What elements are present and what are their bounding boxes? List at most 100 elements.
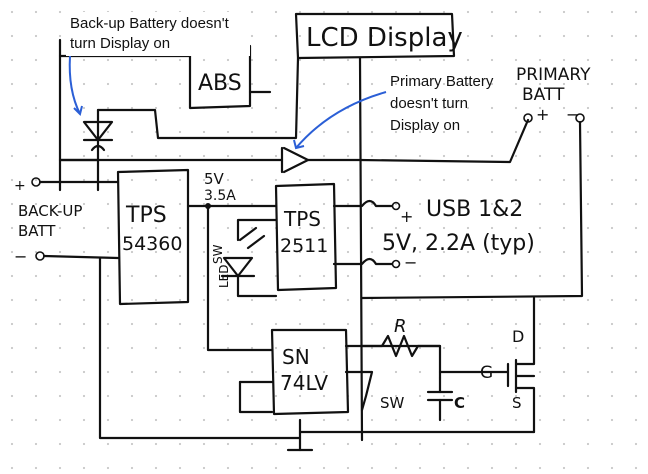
grid-dot <box>394 442 398 446</box>
grid-dot <box>154 178 158 182</box>
grid-dot <box>202 82 206 86</box>
grid-dot <box>442 298 446 302</box>
fet-drain-label: D <box>512 327 524 346</box>
grid-dot <box>538 442 542 446</box>
grid-dot <box>250 154 254 158</box>
grid-dot <box>154 226 158 230</box>
usb-label-1: USB 1&2 <box>426 197 523 222</box>
grid-dot <box>610 202 614 206</box>
grid-dot <box>250 10 254 14</box>
usb-outputs: + − USB 1&2 5V, 2.2A (typ) <box>360 197 535 272</box>
grid-dot <box>394 322 398 326</box>
grid-dot <box>322 82 326 86</box>
grid-dot <box>10 250 14 254</box>
grid-dot <box>202 250 206 254</box>
grid-dot <box>274 298 278 302</box>
grid-dot <box>226 418 230 422</box>
grid-dot <box>250 370 254 374</box>
grid-dot <box>394 370 398 374</box>
grid-dot <box>106 466 110 470</box>
fet-source-label: S <box>512 394 522 412</box>
grid-dot <box>490 178 494 182</box>
grid-dot <box>514 10 518 14</box>
grid-dot <box>106 274 110 278</box>
grid-dot <box>370 154 374 158</box>
grid-dot <box>130 466 134 470</box>
grid-dot <box>274 394 278 398</box>
grid-dot <box>466 154 470 158</box>
grid-dot <box>490 298 494 302</box>
grid-dot <box>154 466 158 470</box>
grid-dot <box>322 130 326 134</box>
grid-dot <box>202 394 206 398</box>
grid-dot <box>538 370 542 374</box>
backup-batt-label-2: BATT <box>18 222 56 240</box>
grid-dot <box>394 82 398 86</box>
backup-batt-terminals: + − BACK-UP BATT <box>14 177 120 266</box>
grid-dot <box>250 298 254 302</box>
grid-dot <box>442 346 446 350</box>
backup-to-display-wiring <box>58 38 300 192</box>
grid-dot <box>298 34 302 38</box>
grid-dot <box>322 370 326 374</box>
grid-dot <box>154 298 158 302</box>
grid-dot <box>586 202 590 206</box>
grid-dot <box>394 10 398 14</box>
tps54360-label-2: 54360 <box>122 233 182 255</box>
grid-dot <box>274 130 278 134</box>
grid-dot <box>634 274 638 278</box>
grid-dot <box>202 274 206 278</box>
primary-diode-wiring <box>58 56 530 442</box>
grid-dot <box>346 130 350 134</box>
grid-dot <box>514 58 518 62</box>
grid-dot <box>562 346 566 350</box>
grid-dot <box>514 82 518 86</box>
grid-dot <box>586 130 590 134</box>
grid-dot <box>634 418 638 422</box>
grid-dot <box>586 394 590 398</box>
grid-dot <box>178 58 182 62</box>
grid-dot <box>610 466 614 470</box>
abs-label: ABS <box>198 71 242 96</box>
grid-dot <box>10 202 14 206</box>
grid-dot <box>418 82 422 86</box>
grid-dot <box>634 154 638 158</box>
grid-dot <box>10 442 14 446</box>
grid-dot <box>58 394 62 398</box>
grid-dot <box>274 58 278 62</box>
grid-dot <box>178 418 182 422</box>
grid-dot <box>322 34 326 38</box>
grid-dot <box>466 418 470 422</box>
grid-dot <box>538 418 542 422</box>
grid-dot <box>298 274 302 278</box>
grid-dot <box>34 226 38 230</box>
grid-dot <box>346 154 350 158</box>
rail-voltage: 5V <box>204 170 225 188</box>
grid-dot <box>466 58 470 62</box>
grid-dot <box>538 130 542 134</box>
grid-dot <box>442 130 446 134</box>
grid-dot <box>538 274 542 278</box>
grid-dot <box>514 298 518 302</box>
grid-dot <box>226 130 230 134</box>
primary-plus: + <box>536 105 549 124</box>
grid-dot <box>178 82 182 86</box>
grid-dot <box>586 154 590 158</box>
grid-dot <box>226 58 230 62</box>
grid-dot <box>58 418 62 422</box>
grid-dot <box>322 154 326 158</box>
grid-dot <box>370 178 374 182</box>
grid-dot <box>490 322 494 326</box>
grid-dot <box>250 82 254 86</box>
grid-dot <box>418 10 422 14</box>
grid-dot <box>514 250 518 254</box>
grid-dot <box>370 82 374 86</box>
grid-dot <box>130 130 134 134</box>
grid-dot <box>106 106 110 110</box>
grid-dot <box>202 130 206 134</box>
grid-dot <box>442 418 446 422</box>
grid-dot <box>10 226 14 230</box>
grid-dot <box>178 274 182 278</box>
grid-dot <box>442 226 446 230</box>
grid-dot <box>298 178 302 182</box>
